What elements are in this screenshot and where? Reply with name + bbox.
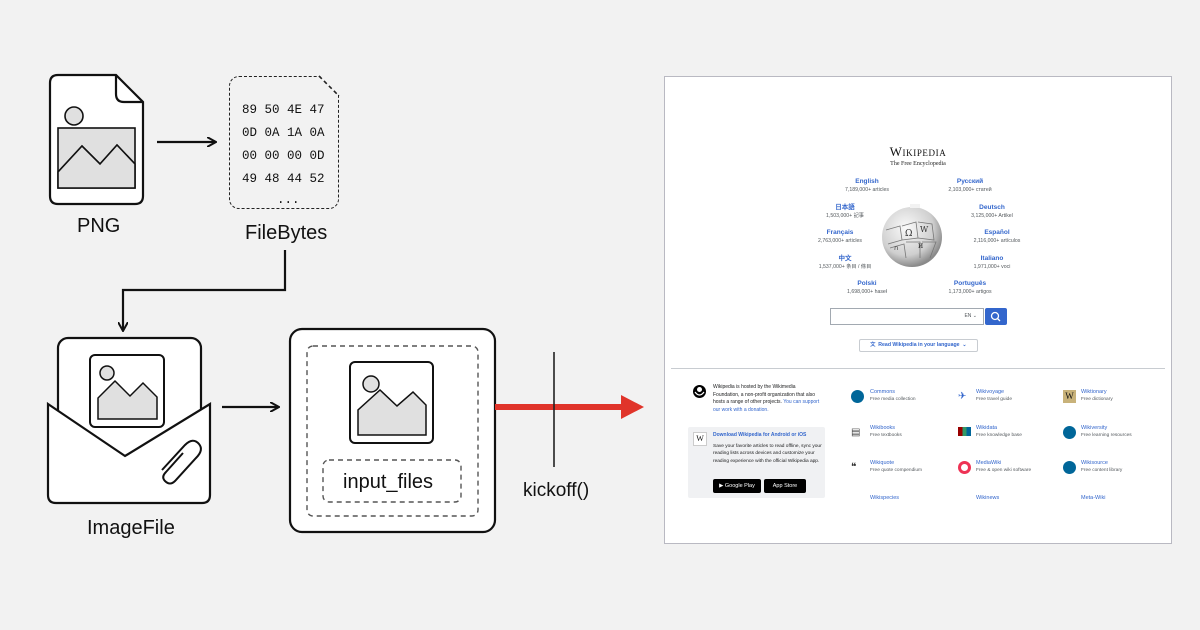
png-label: PNG bbox=[77, 215, 121, 237]
search-input[interactable]: EN ⌄ bbox=[830, 308, 984, 325]
kickoff-arrowhead bbox=[621, 395, 644, 419]
search-button[interactable] bbox=[985, 308, 1007, 325]
project-metawiki[interactable]: Meta-Wiki bbox=[1081, 495, 1106, 501]
download-app-text: Save your favorite articles to read offl… bbox=[713, 444, 822, 464]
project-wikinews[interactable]: Wikinews bbox=[976, 495, 1000, 501]
section-divider bbox=[671, 368, 1165, 369]
hex-row: 00 00 00 0D bbox=[242, 149, 325, 163]
filebytes-corner bbox=[318, 74, 342, 98]
wikipedia-globe-icon: Ω W и ก bbox=[882, 204, 942, 267]
project-wikispecies[interactable]: Wikispecies bbox=[870, 495, 900, 501]
wikibooks-icon: ▤ bbox=[851, 427, 861, 438]
input-files-label: input_files bbox=[343, 471, 434, 493]
hex-ellipsis: ... bbox=[277, 193, 300, 207]
wikipedia-app-icon: W bbox=[693, 432, 707, 446]
wikivoyage-icon: ✈ bbox=[958, 391, 967, 402]
wikisource-icon bbox=[1063, 461, 1076, 474]
translate-icon: 文 bbox=[870, 342, 876, 348]
arrow-filebytes-to-imagefile bbox=[123, 250, 287, 330]
app-store-button[interactable]: App Store bbox=[764, 479, 806, 493]
hex-row: 0D 0A 1A 0A bbox=[242, 126, 325, 140]
kickoff-label: kickoff() bbox=[523, 480, 590, 501]
mediawiki-icon bbox=[958, 461, 971, 474]
imagefile-envelope-icon bbox=[46, 336, 212, 505]
filebytes-box: 89 50 4E 47 0D 0A 1A 0A 00 00 00 0D 49 4… bbox=[229, 76, 339, 209]
search-language-selector[interactable]: EN ⌄ bbox=[964, 313, 977, 319]
hex-row: 49 48 44 52 bbox=[242, 172, 325, 186]
search-icon bbox=[990, 311, 1001, 322]
filebytes-label: FileBytes bbox=[245, 222, 328, 244]
input-files-container bbox=[288, 327, 497, 534]
wikimedia-logo-icon bbox=[693, 385, 706, 398]
wikipedia-tagline: The Free Encyclopedia bbox=[890, 161, 946, 167]
svg-text:Ω: Ω bbox=[905, 229, 912, 239]
svg-text:W: W bbox=[920, 225, 929, 234]
wiktionary-icon: W bbox=[1063, 390, 1076, 403]
svg-text:ก: ก bbox=[894, 244, 898, 252]
hex-row: 89 50 4E 47 bbox=[242, 103, 325, 117]
download-app-title[interactable]: Download Wikipedia for Android or iOS bbox=[713, 432, 807, 438]
google-play-button[interactable]: ▶ Google Play bbox=[713, 479, 761, 493]
imagefile-label: ImageFile bbox=[87, 517, 175, 539]
wikiversity-icon bbox=[1063, 426, 1076, 439]
commons-icon bbox=[851, 390, 864, 403]
png-file-icon bbox=[48, 73, 145, 206]
read-in-language-button[interactable]: 文 Read Wikipedia in your language ⌄ bbox=[859, 339, 978, 352]
wikidata-icon bbox=[958, 427, 971, 436]
support-link[interactable]: You can support our work with a donation… bbox=[713, 399, 820, 413]
svg-text:и: и bbox=[918, 241, 923, 250]
wikipedia-wordmark: Wikipedia bbox=[889, 144, 947, 159]
wikiquote-icon: ❝ bbox=[851, 462, 857, 473]
hosted-by-text: Wikipedia is hosted by the Wikimedia Fou… bbox=[713, 384, 820, 413]
